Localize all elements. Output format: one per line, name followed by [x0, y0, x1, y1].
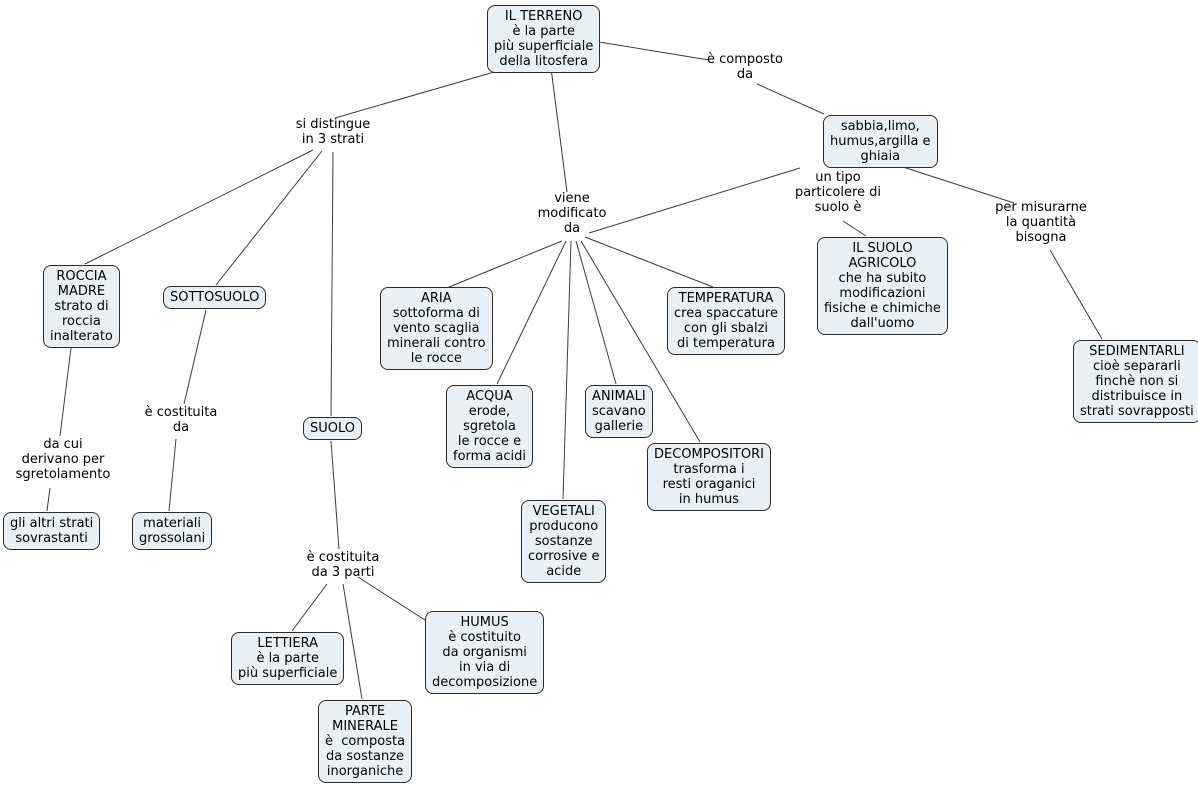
edge-sottosuolo-costituita: [183, 309, 207, 405]
node-lettiera[interactable]: LETTIERA è la parte più superficiale: [231, 632, 345, 685]
edge-tre-parti-parte-minerale: [342, 583, 363, 700]
node-suolo[interactable]: SUOLO: [303, 417, 363, 440]
node-decompositori[interactable]: DECOMPOSITORI trasforma i resti oraganic…: [647, 443, 771, 511]
edge-modificato-decompositori: [580, 240, 701, 443]
node-sedimentarli[interactable]: SEDIMENTARLI cioè separarli finchè non s…: [1073, 340, 1198, 423]
node-humus[interactable]: HUMUS è costituito da organismi in via d…: [425, 611, 545, 694]
node-acqua[interactable]: ACQUA erode, sgretola le rocce e forma a…: [446, 385, 533, 468]
link-label-e-costituita-da[interactable]: è costituita da: [144, 405, 218, 435]
edge-composto-sabbia: [756, 83, 825, 115]
link-label-si-distingue[interactable]: si distingue in 3 strati: [295, 117, 371, 147]
edge-sgretolamento-altri-strati: [46, 487, 51, 512]
node-vegetali[interactable]: VEGETALI producono sostanze corrosive e …: [521, 500, 607, 583]
link-label-e-composto-da[interactable]: è composto da: [707, 52, 783, 82]
node-gli-altri-strati[interactable]: gli altri strati sovrastanti: [3, 512, 101, 550]
edge-modificato-vegetali: [562, 240, 572, 500]
edge-modificato-temperatura: [584, 236, 714, 288]
node-sabbia-limo[interactable]: sabbia,limo, humus,argilla e ghiaia: [823, 115, 938, 168]
edge-tre-parti-humus: [357, 576, 429, 623]
edge-terreno-distingue: [334, 67, 509, 119]
link-label-un-tipo-di-suolo[interactable]: un tipo particolere di suolo è: [794, 170, 882, 215]
link-label-costituita-3-parti[interactable]: è costituita da 3 parti: [306, 550, 380, 580]
edge-suolo-tre-parti: [330, 440, 340, 550]
edge-modificato-animali: [575, 240, 617, 385]
node-il-terreno[interactable]: IL TERRENO è la parte più superficiale d…: [487, 5, 601, 73]
link-label-viene-modificato[interactable]: viene modificato da: [537, 191, 607, 236]
node-temperatura[interactable]: TEMPERATURA crea spaccature con gli sbal…: [667, 287, 785, 355]
edge-misurarne-sedimentarli: [1049, 249, 1103, 340]
node-parte-minerale[interactable]: PARTE MINERALE è composta da sostanze in…: [318, 700, 413, 783]
edge-distingue-sottosuolo: [215, 150, 323, 286]
edge-sabbia-misurarne: [902, 166, 1015, 204]
edge-terreno-modificato: [550, 67, 568, 193]
node-sottosuolo[interactable]: SOTTOSUOLO: [163, 286, 267, 309]
edge-roccia-sgretolamento: [59, 347, 72, 437]
edge-modificato-acqua: [496, 240, 567, 385]
edge-costituita-materiali: [168, 438, 177, 512]
edge-tre-parti-lettiera: [291, 583, 328, 632]
edge-modificato-tipo-suolo: [588, 167, 801, 234]
link-label-per-misurarne[interactable]: per misurarne la quantità bisogna: [995, 200, 1087, 245]
link-label-da-cui-derivano[interactable]: da cui derivano per sgretolamento: [15, 437, 111, 482]
edge-modificato-aria: [448, 240, 563, 288]
edge-tipo-suolo-agricolo: [842, 220, 867, 237]
node-suolo-agricolo[interactable]: IL SUOLO AGRICOLO che ha subito modifica…: [817, 237, 948, 335]
node-aria[interactable]: ARIA sottoforma di vento scaglia mineral…: [380, 287, 493, 370]
node-materiali-grossolani[interactable]: materiali grossolani: [132, 512, 213, 550]
edge-distingue-roccia-madre: [84, 149, 314, 265]
node-roccia-madre[interactable]: ROCCIA MADRE strato di roccia inalterato: [43, 265, 120, 348]
edge-distingue-suolo: [330, 151, 334, 417]
node-animali[interactable]: ANIMALI scavano gallerie: [585, 385, 653, 438]
edge-terreno-composto: [598, 41, 710, 61]
